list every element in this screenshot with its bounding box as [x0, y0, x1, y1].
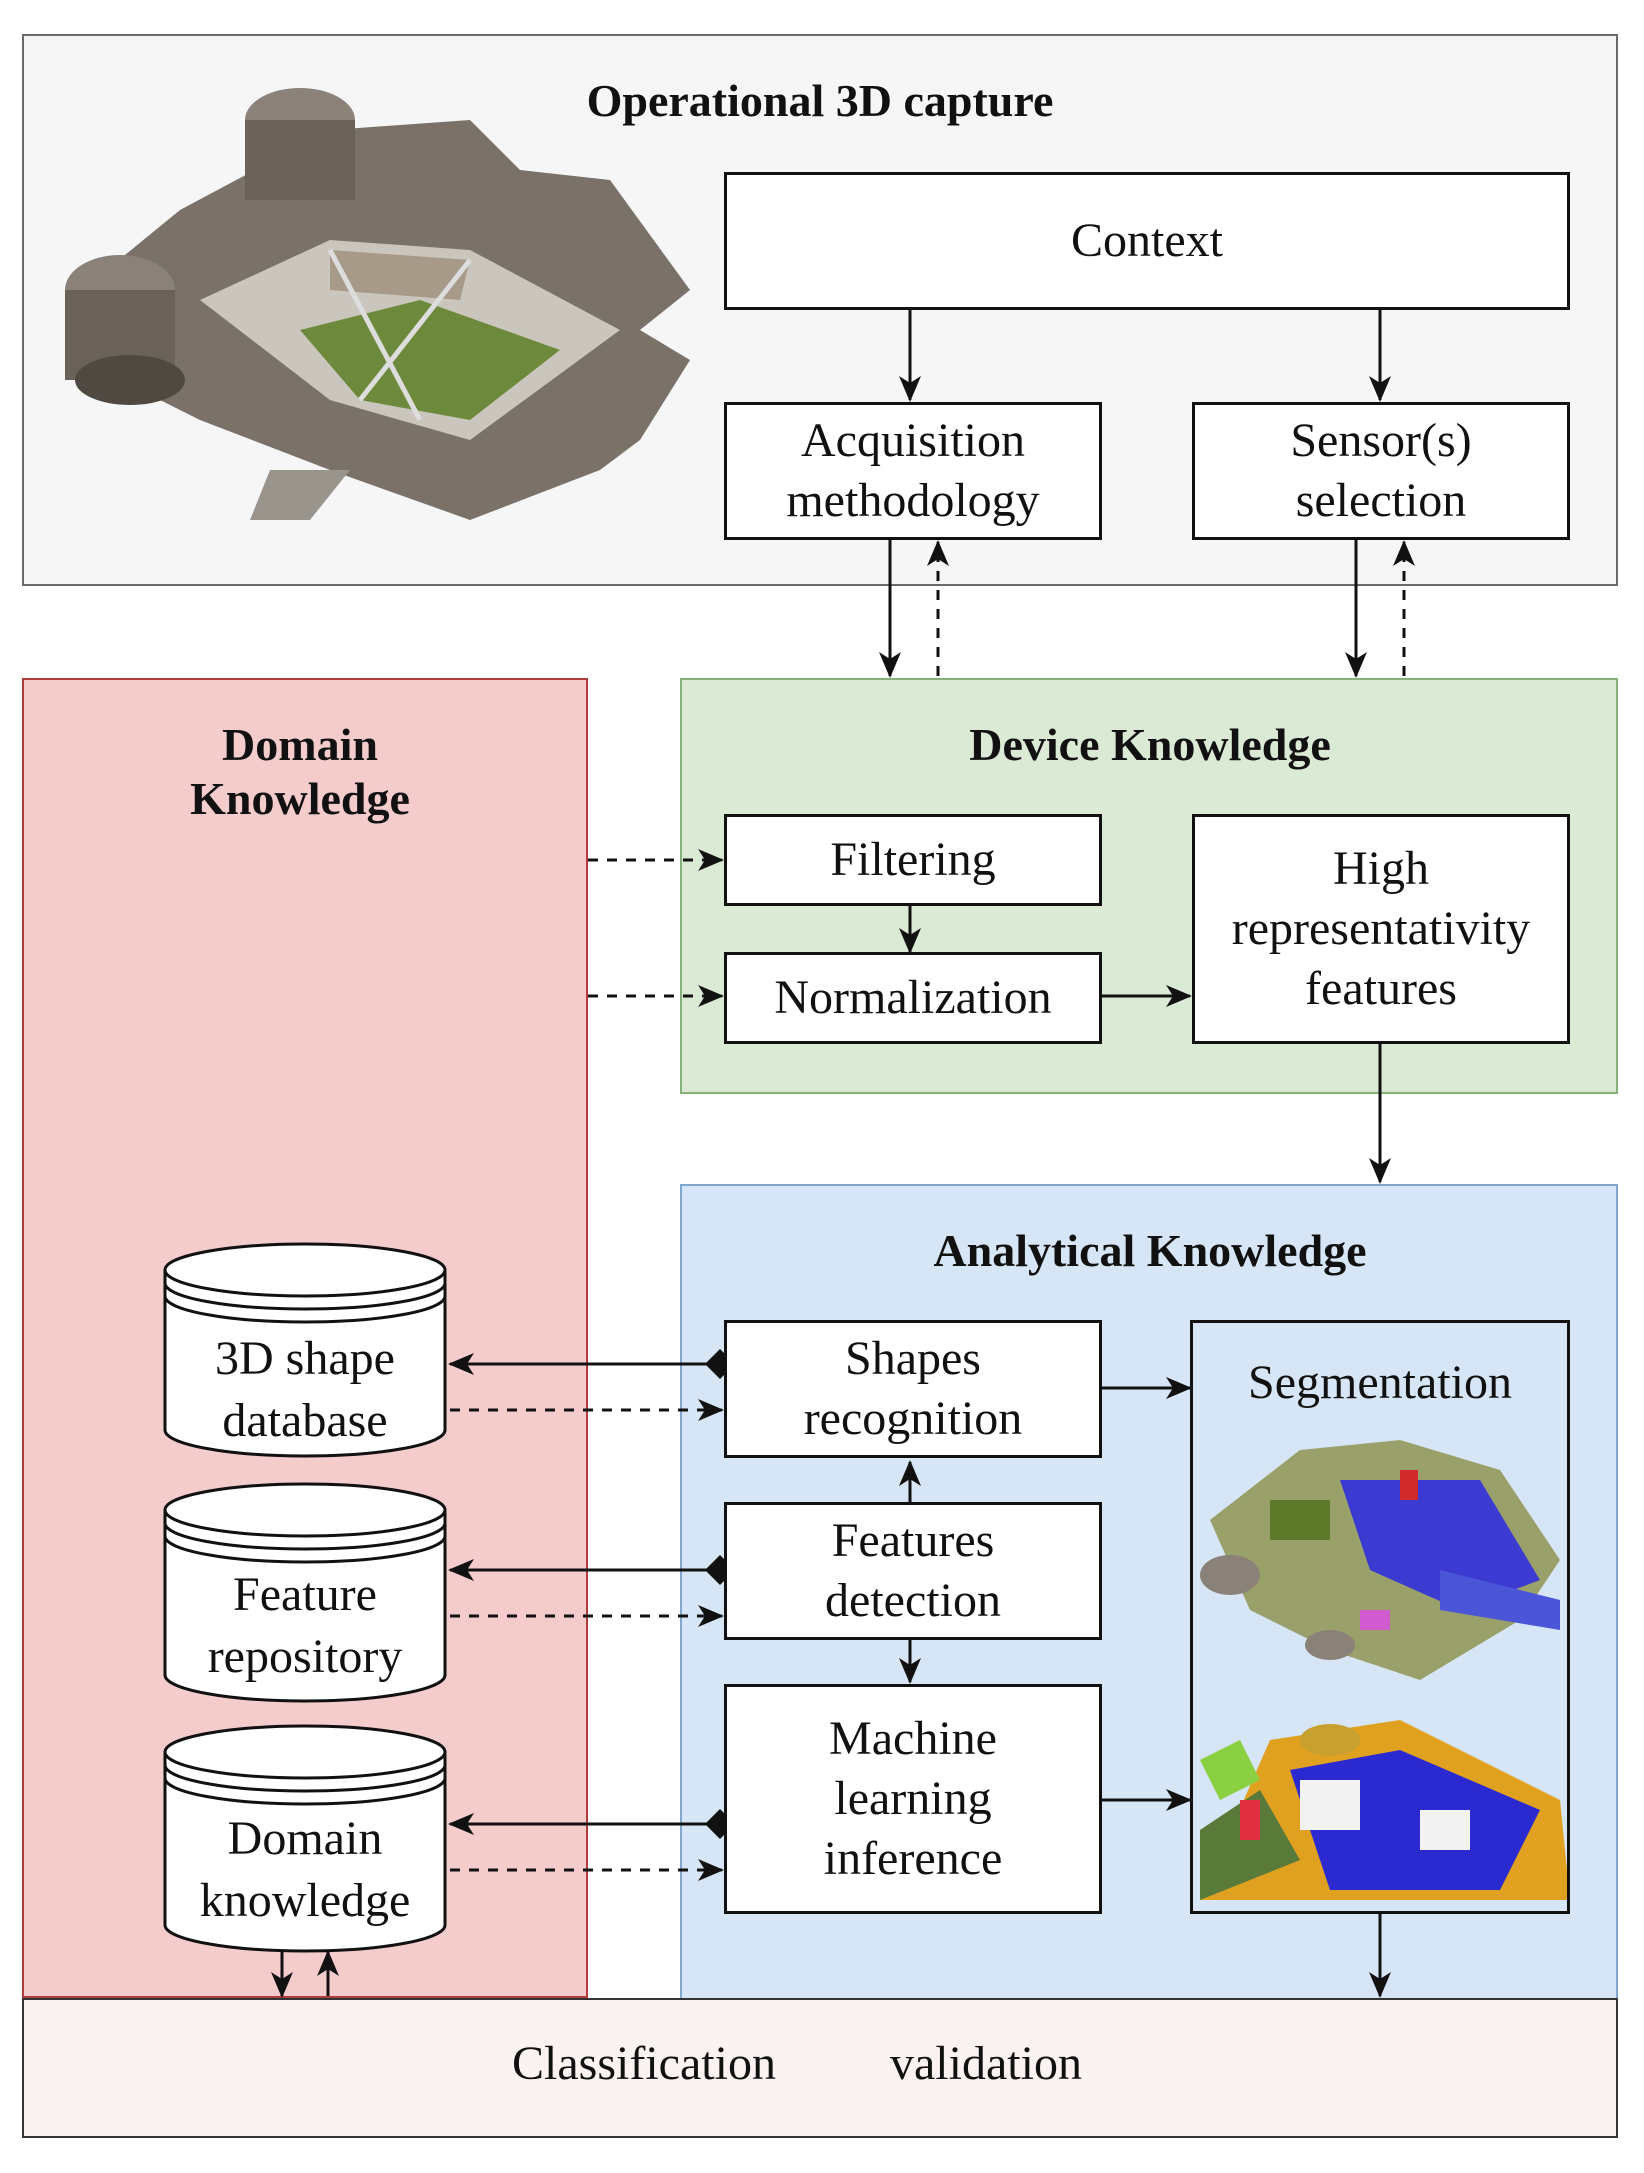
features-detection-box: Features detection [724, 1502, 1102, 1640]
shape-database-label: 3D shape database [215, 1332, 395, 1448]
validation-label: validation [890, 2037, 1082, 2090]
domain-knowledge-db-label: Domain knowledge [199, 1812, 411, 1928]
sensors-box: Sensor(s) selection [1192, 402, 1570, 540]
device-title: Device Knowledge [969, 719, 1331, 770]
analytical-title: Analytical Knowledge [933, 1225, 1367, 1276]
segmented-point-cloud-icon [1200, 1720, 1570, 1900]
ml-inference-box: Machine learning inference [724, 1684, 1102, 1914]
classification-label: Classification [512, 2037, 776, 2090]
acquisition-box: Acquisition methodology [724, 402, 1102, 540]
feature-repo-cylinder-icon [163, 1482, 447, 1703]
capture-title: Operational 3D capture [586, 75, 1054, 126]
domain-knowledge-cylinder-icon [163, 1724, 447, 1953]
shape-db-cylinder-icon [163, 1242, 447, 1458]
segmentation-box: Segmentation [1190, 1320, 1570, 1914]
domain-title: Domain Knowledge [190, 719, 410, 825]
segmented-point-cloud-icon [1200, 1440, 1560, 1680]
high-representativity-box: High representativity features [1192, 814, 1570, 1044]
feature-repository-label: Feature repository [207, 1568, 403, 1684]
point-cloud-building-icon [65, 88, 690, 520]
segmentation-label: Segmentation [1248, 1356, 1512, 1409]
normalization-box: Normalization [724, 952, 1102, 1044]
classification-validation-panel [22, 1998, 1618, 2138]
shapes-recognition-box: Shapes recognition [724, 1320, 1102, 1458]
filtering-box: Filtering [724, 814, 1102, 906]
context-box: Context [724, 172, 1570, 310]
